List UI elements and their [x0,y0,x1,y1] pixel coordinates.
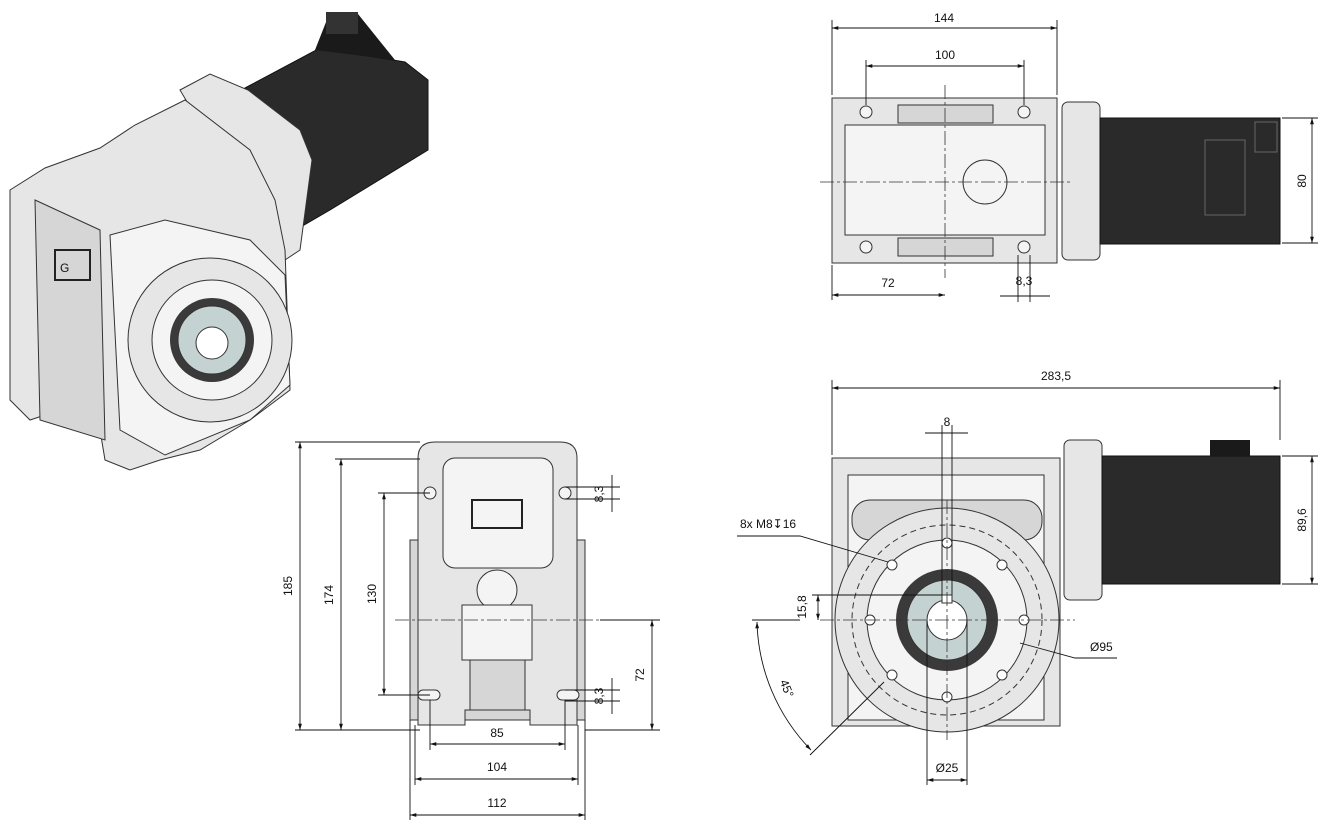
logo-mark [54,249,91,281]
dim-15-8: 15,8 [795,595,809,619]
motor-front [1101,455,1281,585]
housing-side [34,199,106,441]
dim-72: 72 [881,276,895,290]
dim-130: 130 [365,584,379,604]
foot-slot [556,689,580,701]
mounting-hole [558,486,572,500]
dim-45-deg: 45° [777,677,797,699]
side-view: 185 174 130 8,3 8,3 72 85 104 112 [281,441,660,820]
dim-8: 8 [944,415,951,429]
motor-connector-front [1210,440,1250,456]
dim-185: 185 [281,576,295,596]
dim-dia-95: Ø95 [1090,640,1113,654]
motor-terminal-block [1204,139,1246,216]
dim-104: 104 [487,760,507,774]
thread-note: 8x M8↧16 [740,517,796,531]
dim-174: 174 [322,585,336,605]
logo-text: G [60,261,69,275]
motor-connector-top [1254,121,1278,153]
dim-112: 112 [487,796,506,810]
dim-80: 80 [1295,174,1309,188]
side-logo [471,499,523,529]
dim-100: 100 [935,48,955,62]
motor-flange-front [1063,439,1103,601]
dim-8-3-top: 8,3 [1016,274,1033,288]
mounting-holes-top [859,105,1031,254]
side-ribs [469,659,526,711]
dim-8-3-lower: 8,3 [592,687,606,704]
pitch-circle [851,524,1043,716]
side-window [461,604,533,661]
dim-8-3-upper: 8,3 [592,485,606,502]
dim-dia-25: Ø25 [936,761,959,775]
motor-top [1099,117,1281,245]
top-view: 144 100 72 8,3 80 [820,11,1318,302]
isometric-view: G [9,12,429,471]
connector-plug [326,12,358,34]
dim-283-5: 283,5 [1041,369,1071,383]
front-view: 283,5 8 8x M8↧16 15,8 45° Ø95 Ø25 89,6 [737,369,1318,785]
motor-flange-top [1061,101,1101,261]
shaft-bore [195,326,229,360]
dim-85: 85 [490,726,504,740]
dim-89-6: 89,6 [1295,508,1309,532]
dim-144: 144 [934,11,954,25]
side-shaft [476,569,518,611]
top-rib-upper [897,104,994,124]
dim-72-side: 72 [633,668,647,682]
top-rib-lower [897,237,994,257]
side-cover [442,457,554,569]
